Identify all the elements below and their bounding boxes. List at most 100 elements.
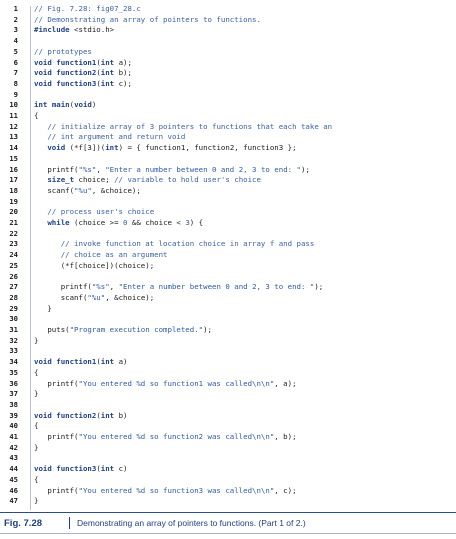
code-token: "You entered %d so function1 was called\… <box>78 378 275 388</box>
line-number: 39 <box>9 410 18 420</box>
code-token: // initialize array of 3 pointers to fun… <box>47 121 333 131</box>
line-number: 36 <box>9 378 18 388</box>
code-line: 17 size_t choice; // variable to hold us… <box>4 175 261 186</box>
code-line: 16 printf("%s", "Enter a number between … <box>4 165 310 176</box>
code-token: scanf( <box>34 185 75 195</box>
code-token: while <box>47 218 70 227</box>
code-token: #include <box>34 25 70 35</box>
code-line: 27 printf("%s", "Enter a number between … <box>4 282 323 293</box>
code-text: } <box>34 336 38 347</box>
code-token: "You entered %d so function2 was called\… <box>78 432 275 441</box>
code-token: void <box>34 464 52 474</box>
code-token: , &choice); <box>105 292 155 302</box>
line-number: 20 <box>9 207 18 217</box>
code-token: ( <box>96 68 101 78</box>
code-token: ); <box>203 325 213 334</box>
code-token: printf( <box>34 485 79 495</box>
code-token: "Enter a number between 0 and 2, 3 to en… <box>118 282 315 292</box>
line-number: 30 <box>9 314 18 324</box>
line-number: 37 <box>9 389 18 399</box>
code-token: } <box>34 496 39 506</box>
code-text: puts("Program execution completed."); <box>34 325 212 336</box>
code-line: 33 <box>4 346 18 357</box>
line-number: 25 <box>9 260 18 270</box>
line-number: 24 <box>9 250 18 260</box>
code-token: "Enter a number between 0 and 2, 3 to en… <box>105 164 301 174</box>
code-line: 43 <box>4 453 18 464</box>
code-token: size_t <box>47 175 75 185</box>
code-text: { <box>34 475 38 486</box>
code-token <box>34 239 61 248</box>
code-line: 38 <box>4 400 18 411</box>
line-number: 43 <box>9 453 18 463</box>
code-token: void <box>34 68 52 78</box>
code-text: // initialize array of 3 pointers to fun… <box>34 122 332 133</box>
code-token: function1 <box>56 57 97 67</box>
code-token <box>34 250 61 259</box>
code-line: 42} <box>4 443 38 454</box>
code-text: void function3(int c); <box>34 79 132 90</box>
line-number-divider <box>30 6 31 510</box>
line-number: 22 <box>9 228 18 238</box>
code-text: } <box>34 389 38 400</box>
code-token: choice; <box>74 175 115 185</box>
code-line: 25 (*f[choice])(choice); <box>4 260 154 272</box>
line-number: 4 <box>13 36 18 46</box>
line-number: 19 <box>9 196 18 206</box>
code-line: 23 // invoke function at location choice… <box>4 239 314 250</box>
line-number: 33 <box>9 346 18 356</box>
code-token: void <box>34 357 52 367</box>
code-token: { <box>34 367 39 377</box>
code-line: 24 // choice as an argument <box>4 250 167 261</box>
code-token: // variable to hold user's choice <box>114 175 261 185</box>
code-line: 29 } <box>4 304 51 315</box>
code-line: 20 // process user's choice <box>4 207 154 218</box>
code-token: { <box>34 474 39 484</box>
code-line: 5// prototypes <box>4 47 92 58</box>
code-token: printf( <box>34 432 79 441</box>
line-number: 21 <box>9 218 18 227</box>
code-token: // Demonstrating an array of pointers to… <box>34 14 261 24</box>
code-text: void (*f[3])(int) = { function1, functio… <box>34 143 297 154</box>
line-number: 35 <box>9 367 18 377</box>
code-token: int <box>100 68 115 78</box>
code-line: 13 // int argument and return void <box>4 132 185 143</box>
line-number: 27 <box>9 282 18 292</box>
line-number: 26 <box>9 271 18 281</box>
code-token: void <box>34 57 52 67</box>
caption-separator <box>69 517 70 529</box>
code-token: int <box>100 357 115 367</box>
line-number: 31 <box>9 325 18 334</box>
code-line: 15 <box>4 154 18 165</box>
code-token: printf( <box>34 282 92 292</box>
code-text: int main(void) <box>34 100 96 111</box>
code-token: "You entered %d so function3 was called\… <box>78 485 275 495</box>
code-line: 37} <box>4 389 38 400</box>
code-token: // invoke function at location choice in… <box>60 239 315 249</box>
line-number: 34 <box>9 357 18 367</box>
code-token: } <box>34 389 39 399</box>
code-line: 26 <box>4 272 18 283</box>
code-text: { <box>34 111 38 122</box>
code-token <box>34 122 47 131</box>
line-number: 1 <box>13 4 18 13</box>
code-line: 36 printf("You entered %d so function1 w… <box>4 378 296 390</box>
code-token: "%s" <box>91 282 110 292</box>
code-token: ) = { function1, function2, function3 }; <box>118 143 297 153</box>
code-token: "%s" <box>78 164 97 174</box>
line-number: 32 <box>9 335 18 345</box>
code-text: { <box>34 421 38 432</box>
code-token: , <box>96 164 106 174</box>
line-number: 7 <box>13 68 18 78</box>
figure-label: Fig. 7.28 <box>4 518 43 529</box>
line-number: 45 <box>9 474 18 484</box>
line-number: 41 <box>9 432 18 441</box>
code-token: b) <box>114 410 128 420</box>
code-text: scanf("%u", &choice); <box>34 293 154 304</box>
line-number: 23 <box>9 239 18 249</box>
line-number: 44 <box>9 464 18 474</box>
line-number: 28 <box>9 292 18 302</box>
figure-caption-text: Demonstrating an array of pointers to fu… <box>77 518 306 528</box>
